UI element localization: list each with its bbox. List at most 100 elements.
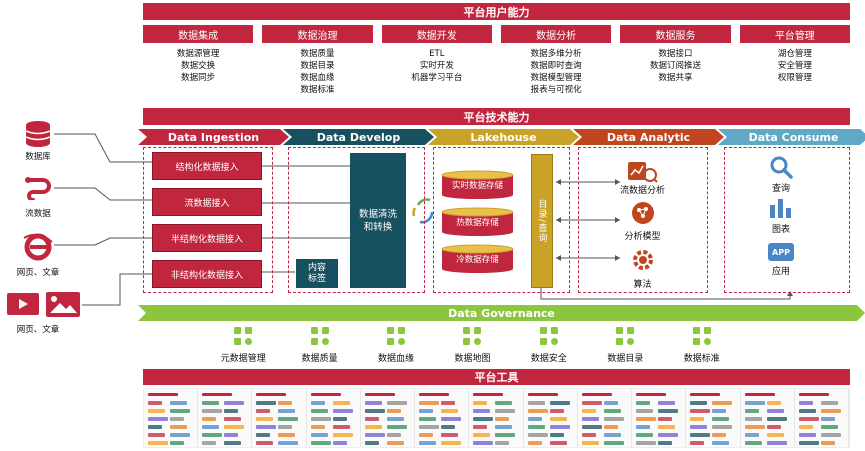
tool-logo (636, 417, 657, 421)
algorithm-icon (630, 247, 656, 273)
analytic-label-model: 分析模型 (624, 232, 661, 242)
tool-logo (170, 409, 190, 413)
tool-logo (636, 441, 657, 445)
tool-category-column (577, 389, 633, 447)
governance-label: 数据目录 (607, 354, 644, 364)
capability-item: 数据共享 (658, 73, 693, 83)
tool-logo (278, 417, 299, 421)
governance-items: 元数据管理 数据质量 数据血缘 数据地图 数据安全 数据目录 (205, 325, 740, 367)
catalog-query-label: 目录/查询 (536, 198, 547, 244)
tool-logo (332, 409, 353, 413)
tool-logo (636, 425, 651, 429)
tool-logo (332, 441, 347, 445)
tool-logo (473, 425, 488, 429)
lineage-icon (386, 326, 406, 346)
brain-model-icon (630, 200, 656, 226)
video-image-icon (6, 291, 82, 319)
tool-category-header-mark (473, 393, 504, 396)
tool-logo (798, 433, 816, 437)
capability-card: 数据治理数据质量数据目录数据血缘数据标准 (262, 25, 373, 105)
tool-logo (148, 409, 165, 413)
tool-logo (224, 409, 239, 413)
ingestion-panel (143, 147, 273, 293)
tool-logo (527, 401, 545, 405)
analytic-label-algorithm: 算法 (633, 280, 652, 290)
capability-item: 报表与可视化 (530, 85, 582, 95)
tool-logo (202, 441, 217, 445)
capability-header: 平台管理 (739, 25, 850, 43)
database-icon (23, 120, 53, 148)
tool-logo (441, 401, 456, 405)
tool-logo (364, 433, 385, 437)
capability-item: ETL (429, 49, 445, 59)
tool-logo (712, 401, 733, 405)
tool-category-header-mark (744, 393, 775, 396)
consume-label-chart: 图表 (771, 225, 790, 235)
tool-logo (495, 417, 510, 421)
tool-logo (495, 401, 513, 405)
tool-logo (549, 417, 567, 421)
tool-logo (332, 425, 350, 429)
tool-logo (712, 441, 730, 445)
tool-logo (766, 441, 787, 445)
tool-logo (581, 417, 599, 421)
governance-label: 数据血缘 (378, 354, 415, 364)
tool-logo (170, 433, 190, 437)
security-icon (539, 326, 559, 346)
storage-cylinder: 冷数据存储 (440, 244, 515, 274)
tool-logo (441, 409, 459, 413)
governance-banner: Data Governance (138, 305, 865, 321)
tool-logo (712, 425, 733, 429)
tool-logo (148, 401, 162, 405)
stage-label: Data Develop (316, 130, 401, 144)
tool-logo (473, 417, 494, 421)
tool-logo (549, 409, 564, 413)
capability-item: 数据同步 (181, 73, 216, 83)
tool-category-header-mark (636, 393, 667, 396)
capability-items: 数据接口数据订阅推送数据共享 (620, 48, 730, 84)
governance-item: 数据地图 (434, 325, 510, 367)
tool-logo (798, 425, 813, 429)
tool-logo (820, 433, 841, 437)
tool-logo (549, 401, 570, 405)
tool-logo (658, 441, 673, 445)
tool-category-column (360, 389, 416, 447)
tool-category-header-mark (148, 393, 178, 396)
tool-logo (549, 441, 567, 445)
tool-logo (332, 417, 347, 421)
tool-logo (170, 441, 184, 445)
tool-logo (419, 401, 440, 405)
stage-label: Lakehouse (470, 130, 537, 144)
tool-logo (202, 433, 223, 437)
governance-item: 元数据管理 (205, 325, 281, 367)
user-capability-title: 平台用户能力 (463, 5, 530, 19)
capability-item: 数据模型管理 (530, 73, 582, 83)
tool-logo (224, 433, 239, 437)
tool-logo (332, 433, 353, 437)
tool-logo (690, 425, 708, 429)
tool-logo (473, 433, 491, 437)
stage-chevron: Data Analytic (573, 129, 724, 145)
tool-logo (202, 425, 220, 429)
content-tag-box: 内容 标签 (296, 259, 338, 288)
stage-chevron: Data Develop (283, 129, 434, 145)
tool-category-column (469, 389, 524, 447)
tool-logo (744, 433, 759, 437)
tool-logo (386, 441, 404, 445)
capability-header: 数据治理 (262, 25, 373, 43)
capability-item: 数据接口 (658, 49, 693, 59)
ingestion-box: 半结构化数据接入 (152, 224, 262, 252)
tool-logo (278, 401, 293, 405)
capability-header: 数据分析 (501, 25, 612, 43)
tool-category-header-mark (798, 393, 829, 396)
tool-logo (820, 425, 838, 429)
stage-label: Data Consume (748, 130, 839, 144)
tool-logo (256, 441, 274, 445)
tool-logo (712, 433, 727, 437)
user-capability-row: 数据集成数据源管理数据交换数据同步数据治理数据质量数据目录数据血缘数据标准数据开… (143, 25, 850, 105)
tool-logo (224, 417, 242, 421)
tool-logo (690, 409, 711, 413)
storage-cylinder: 实时数据存储 (440, 170, 515, 200)
tool-logo (364, 425, 382, 429)
